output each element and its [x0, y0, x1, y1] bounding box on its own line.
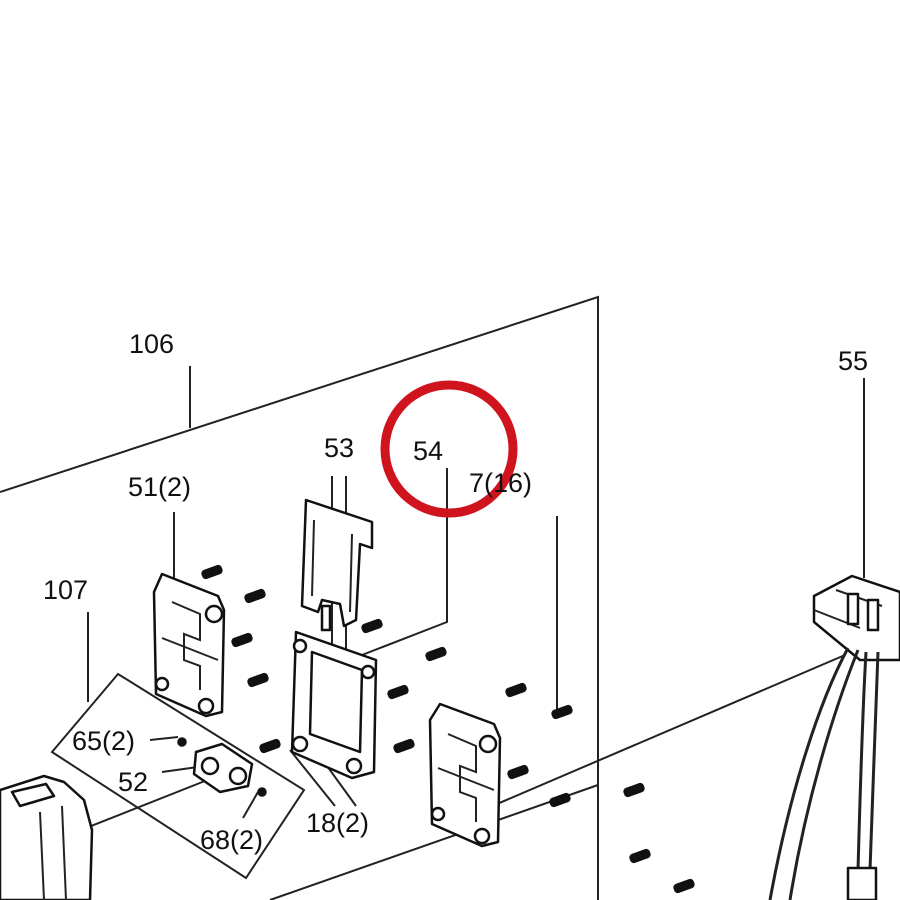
subassembly-107-box — [50, 672, 306, 880]
housing-bottom-left — [0, 774, 94, 900]
part-51-right — [428, 702, 502, 848]
part-55-connector — [768, 574, 900, 900]
label-51: 51(2) — [128, 472, 191, 502]
highlight-circle — [380, 380, 518, 518]
label-7: 7(16) — [469, 468, 532, 498]
label-18: 18(2) — [306, 808, 369, 838]
label-55: 55 — [838, 346, 868, 376]
label-107: 107 — [43, 575, 88, 605]
part-53-clip — [300, 498, 374, 632]
part-labels: 106 55 53 54 7(16) 51(2) 107 65(2) 52 18… — [43, 329, 868, 855]
part-65-screw — [177, 737, 187, 747]
label-65: 65(2) — [72, 726, 135, 756]
part-51-left — [152, 572, 226, 718]
part-54-frame — [290, 630, 378, 780]
part-52-switch — [192, 742, 254, 794]
panel-106 — [0, 295, 599, 900]
screws-7 — [201, 564, 695, 894]
label-53: 53 — [324, 433, 354, 463]
label-52: 52 — [118, 767, 148, 797]
label-54: 54 — [413, 436, 443, 466]
label-106: 106 — [129, 329, 174, 359]
part-68-screw — [257, 787, 267, 797]
label-68: 68(2) — [200, 825, 263, 855]
